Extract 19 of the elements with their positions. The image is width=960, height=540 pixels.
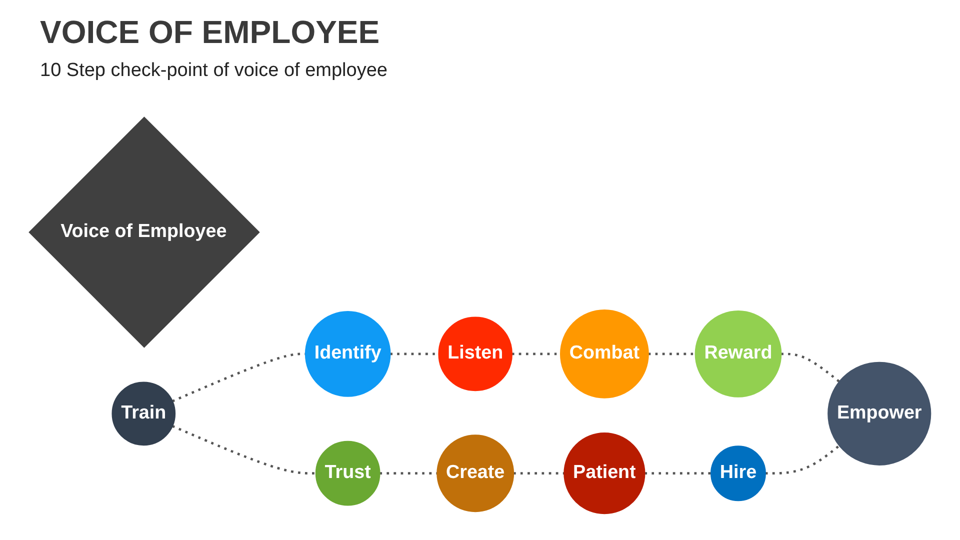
connector (514, 472, 564, 474)
connector (644, 472, 712, 474)
node-circle: Patient (564, 432, 646, 514)
node-circle: Create (436, 434, 514, 512)
connector (648, 352, 696, 355)
connector (172, 424, 316, 474)
node-circle: Identify (304, 310, 391, 396)
node-diamond: Voice of Employee (28, 116, 260, 348)
node-circle: Reward (694, 310, 782, 397)
node-circle: Trust (315, 440, 380, 506)
node-circle: Train (112, 381, 176, 446)
node-circle: Listen (438, 316, 512, 391)
node-circle: Empower (828, 361, 932, 465)
connector (765, 444, 840, 474)
title: VOICE OF EMPLOYEE (40, 14, 380, 51)
node-circle: Hire (710, 445, 766, 501)
node-circle: Combat (560, 308, 649, 398)
connector (781, 352, 840, 382)
subtitle: 10 Step check-point of voice of employee (40, 60, 388, 82)
